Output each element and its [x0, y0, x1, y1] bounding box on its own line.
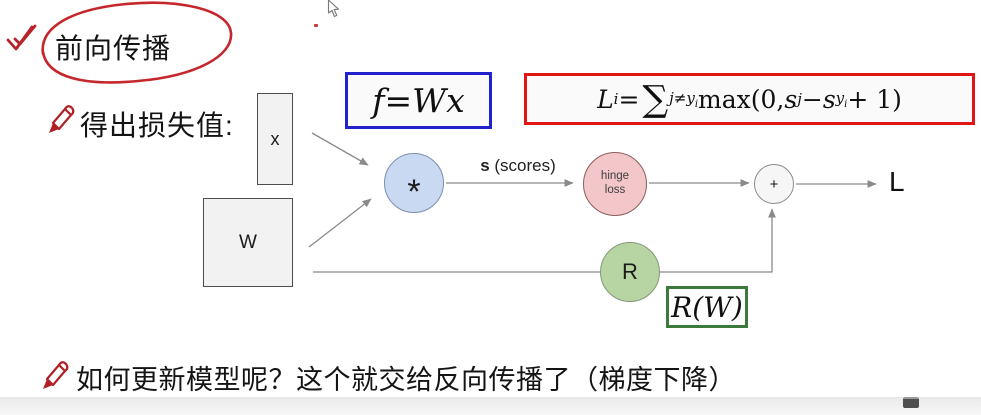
multiply-node-label: * [407, 172, 421, 211]
line-w-to-regularizer-to-plus [313, 208, 776, 273]
loss-syi-sub-sub: i [844, 98, 848, 110]
loss-syi: s [822, 84, 836, 114]
bottom-gradient-band [0, 397, 981, 415]
x-matrix-box: x [257, 93, 293, 185]
regularization-node-label: R [622, 259, 638, 284]
arrow-x-to-multiply [311, 132, 369, 166]
output-loss-label: L [889, 166, 905, 197]
multiply-node: * [384, 153, 444, 213]
sigma-sub: j≠y [669, 88, 695, 107]
w-matrix-label: W [239, 231, 257, 253]
formula-f-lhs: f [372, 81, 385, 120]
scores-label-s: s [480, 156, 490, 175]
mouse-cursor [327, 0, 340, 18]
bottom-note: 如何更新模型呢？这个就交给反向传播了（梯度下降） [76, 365, 736, 395]
rw-text: R(W) [671, 290, 743, 324]
regularization-formula: R(W) [666, 286, 748, 328]
loss-max: max(0, [698, 84, 785, 114]
loss-L-sub: i [613, 90, 619, 108]
formula-f-rhs: Wx [412, 81, 465, 120]
formula-f-equals: = [384, 81, 413, 120]
scores-label-rest: (scores) [489, 156, 556, 175]
page-title: 前向传播 [55, 33, 172, 64]
pencil-icon-bottom [43, 361, 69, 389]
pencil-icon [49, 105, 75, 133]
sigma-symbol: ∑ [642, 78, 669, 120]
video-control-icon[interactable] [903, 397, 919, 408]
sigma-sub-sub: i [694, 98, 699, 110]
red-dot-mark [314, 24, 318, 27]
loss-equals: = [618, 84, 640, 114]
loss-plus-one: + 1) [847, 84, 902, 114]
subtitle: 得出损失值: [80, 110, 234, 141]
check-icon [6, 24, 37, 51]
hinge-word: hinge [600, 170, 630, 183]
loss-word: loss [604, 184, 626, 196]
x-matrix-label: x [270, 128, 280, 149]
loss-L: L [597, 84, 614, 114]
regularization-node: R [600, 242, 660, 302]
add-node: + [754, 164, 794, 204]
loss-sj-sub: j [797, 90, 802, 108]
loss-syi-sub: y [835, 88, 845, 107]
loss-minus: − [801, 84, 823, 114]
loss-sj: s [784, 84, 798, 114]
arrow-w-to-multiply [308, 198, 372, 248]
handdrawn-circle-annotation [41, 1, 233, 84]
score-function-formula: f = Wx [345, 72, 492, 129]
scores-label: s (scores) [453, 156, 583, 176]
w-matrix-box: W [203, 198, 293, 287]
add-node-label: + [769, 175, 779, 193]
